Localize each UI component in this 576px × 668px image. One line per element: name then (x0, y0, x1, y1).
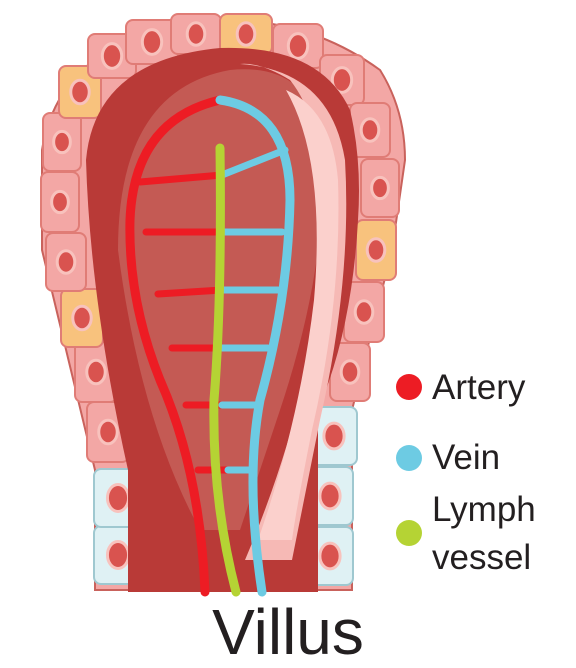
blue-dot-icon (396, 445, 422, 471)
capillaries (136, 146, 289, 474)
diagram-title: Villus (212, 596, 364, 668)
cell-nucleus (286, 32, 310, 60)
cell-nucleus (105, 540, 131, 570)
legend-label-lymph-line2: vessel (432, 538, 532, 577)
legend-label-artery: Artery (432, 368, 526, 407)
green-dot-icon (396, 520, 422, 546)
cell-nucleus (185, 21, 207, 47)
cell-nucleus (50, 189, 70, 215)
cell-nucleus (359, 117, 381, 143)
cell-nucleus (105, 483, 131, 513)
cell-nucleus (235, 21, 257, 47)
legend-label-lymph-line1: Lymph (432, 490, 536, 529)
cell-nucleus (85, 358, 107, 386)
cell-nucleus (318, 541, 342, 571)
legend-label-vein: Vein (432, 438, 501, 477)
light-tissue-inner (258, 90, 339, 540)
cell-nucleus (330, 66, 354, 94)
cell-nucleus (71, 304, 93, 332)
cell-nucleus (370, 175, 390, 201)
cell-nucleus (365, 237, 387, 263)
cell-nucleus (52, 129, 72, 155)
cell-nucleus (55, 249, 77, 275)
cell-nucleus (69, 78, 91, 106)
cell-nucleus (339, 359, 361, 385)
cell-nucleus (140, 28, 164, 56)
cell-nucleus (318, 481, 342, 511)
artery-vessel (125, 95, 225, 597)
vein-vessel (215, 95, 295, 597)
red-dot-icon (396, 374, 422, 400)
lymph-vessel (209, 143, 241, 597)
cell-nucleus (97, 418, 119, 446)
cell-nucleus (100, 42, 124, 70)
cell-nucleus (353, 299, 375, 325)
cell-nucleus (322, 421, 346, 451)
